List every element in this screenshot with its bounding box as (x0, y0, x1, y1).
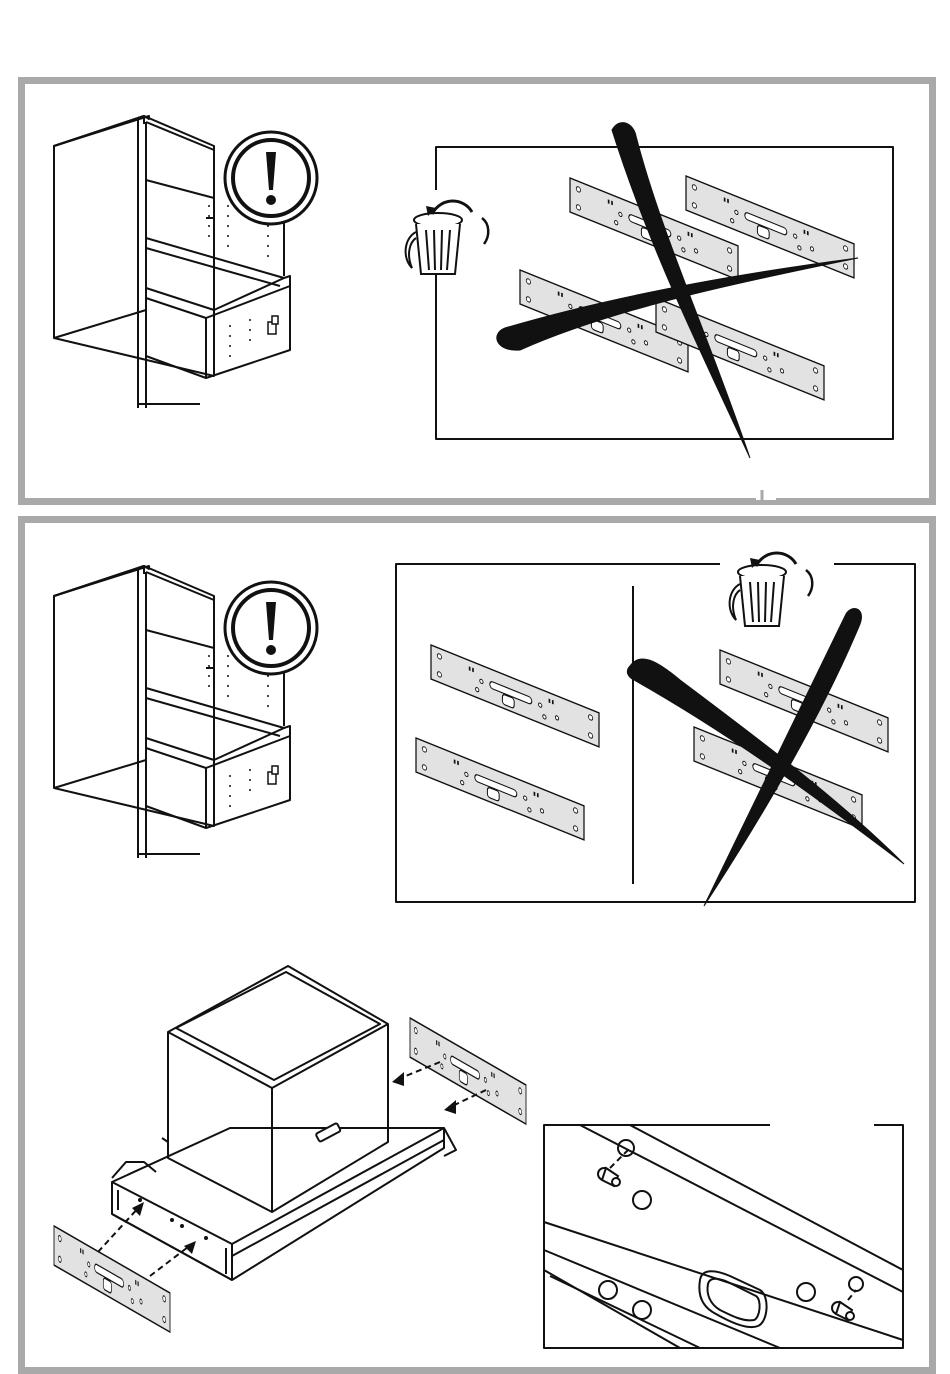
exclamation-warning-icon (225, 582, 317, 674)
side-plate-right (410, 1018, 526, 1124)
screw-fixing-detail (544, 1125, 903, 1348)
kept-plate (431, 645, 599, 747)
kept-plate (416, 738, 584, 840)
side-plate-left (54, 1226, 170, 1332)
fixing-arrows (98, 1062, 486, 1276)
exclamation-warning-icon (225, 132, 317, 224)
plates-keep-discard-frame (396, 564, 915, 902)
extractor-hood-assembly (112, 966, 456, 1280)
screw-icon (598, 1168, 620, 1186)
trash-bin-icon (730, 553, 813, 626)
cross-mark-icon (627, 609, 904, 906)
